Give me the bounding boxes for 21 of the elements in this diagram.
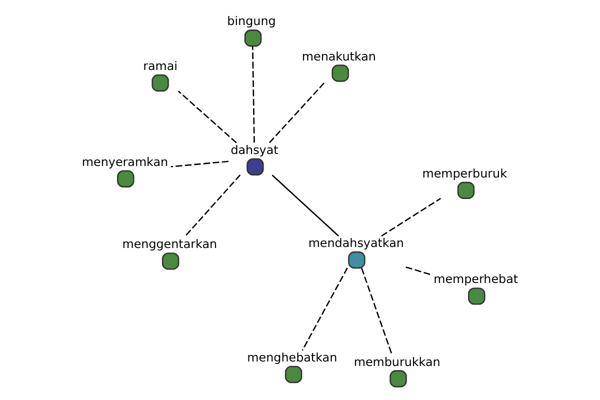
connector [177,90,236,143]
node-label: memburukkan [353,354,440,368]
connector [170,160,228,167]
connector [405,266,432,275]
node-label: dahsyat [230,142,278,156]
connector [301,267,348,350]
connector [271,174,339,236]
node-label: menghebatkan [246,350,337,364]
connector [360,267,392,354]
node-label: menyeramkan [81,154,168,168]
node-label: menakutkan [301,48,376,63]
node-label: memperhebat [433,272,518,286]
connector [184,174,240,237]
node-label: memperburuk [422,166,506,180]
node-label: menggentarkan [122,236,217,251]
node-label: bingung [226,14,276,28]
node-label: ramai [142,58,177,72]
node-label: mendahsyatkan [308,236,404,250]
connector [268,80,326,143]
connector [251,46,254,142]
connector [380,197,440,236]
